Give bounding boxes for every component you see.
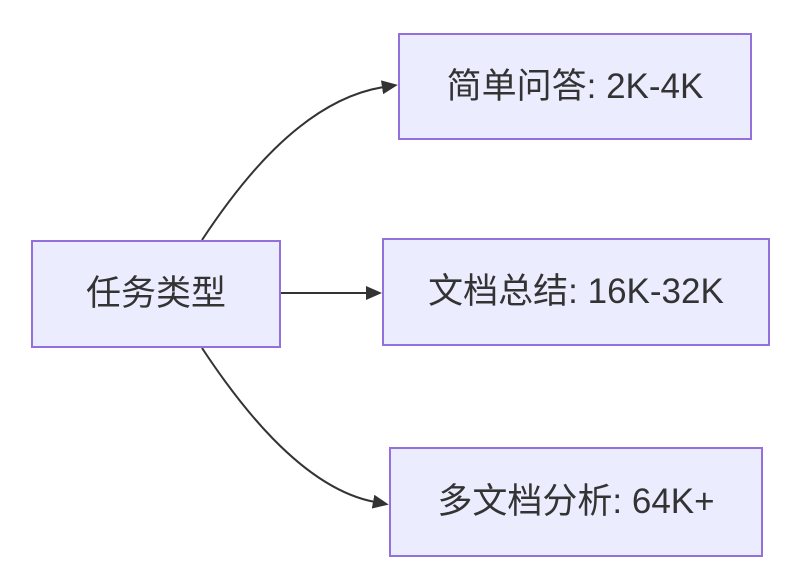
node-multi-doc-analysis-label: 多文档分析: 64K+ (437, 482, 715, 521)
edge-task-to-multi-doc-analysis (201, 347, 389, 509)
node-task-type-label: 任务类型 (85, 274, 226, 313)
edge-task-to-simple-qa (201, 80, 398, 241)
node-simple-qa-label: 简单问答: 2K-4K (446, 66, 704, 106)
node-simple-qa: 简单问答: 2K-4K (398, 33, 752, 140)
node-doc-summary-label: 文档总结: 16K-32K (428, 272, 724, 311)
node-doc-summary: 文档总结: 16K-32K (382, 238, 770, 346)
node-task-type: 任务类型 (31, 240, 281, 348)
node-multi-doc-analysis: 多文档分析: 64K+ (389, 447, 763, 557)
